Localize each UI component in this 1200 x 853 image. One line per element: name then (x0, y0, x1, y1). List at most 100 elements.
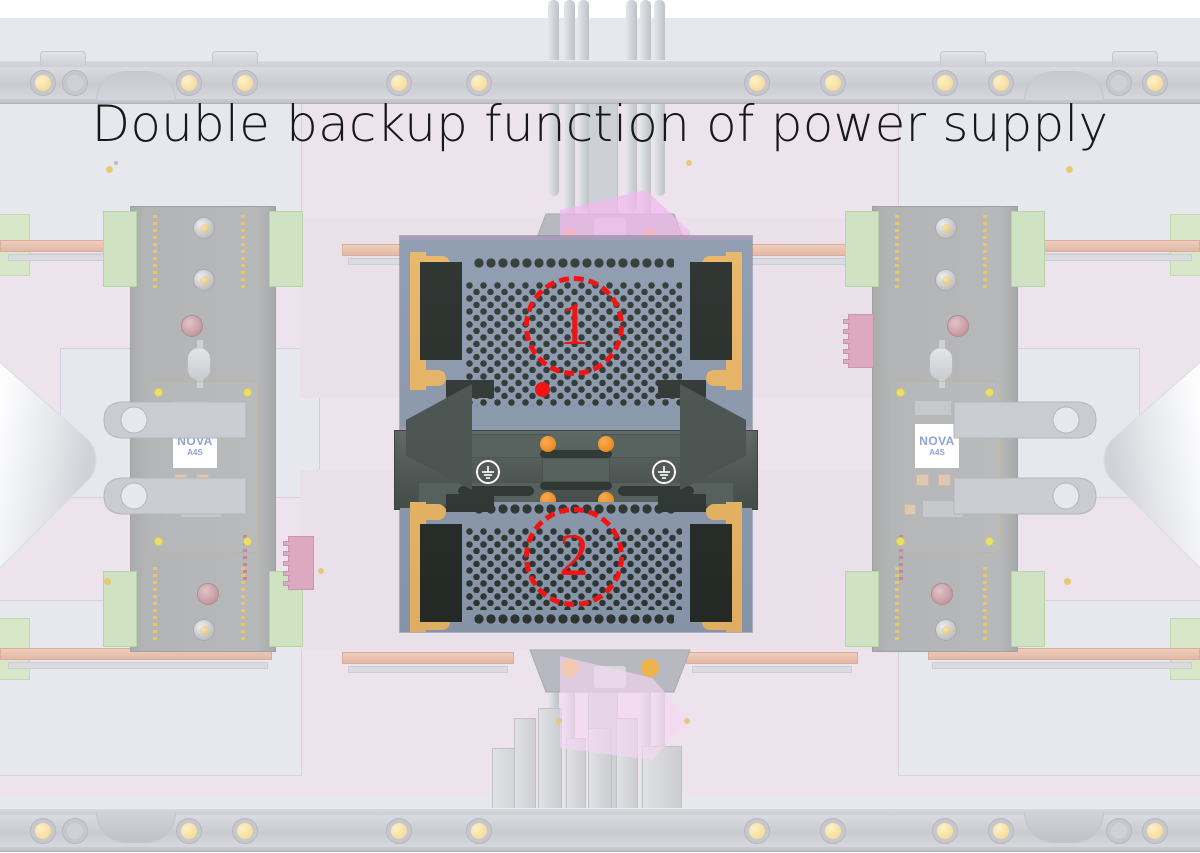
rail-bolt-b1 (30, 818, 56, 844)
rail-bolt-b7 (744, 818, 770, 844)
rail-bolt-t8 (820, 70, 846, 96)
nova-brand-label-right: NOVA A4S (915, 424, 959, 468)
module-screw-r-3 (935, 619, 957, 641)
module-ear-tr2 (1011, 211, 1045, 287)
pin-row-left-b (241, 215, 245, 291)
psu1-tab-right-2 (706, 370, 742, 386)
terminal-post-3 (538, 708, 562, 810)
card-dot-tr2 (985, 388, 994, 397)
module-screw-l-1 (193, 217, 215, 239)
comb-connector-left (283, 536, 314, 590)
module-knob-left-bottom[interactable] (197, 583, 219, 605)
pin-row-right-b (983, 215, 987, 291)
module-knob-right-top[interactable] (947, 315, 969, 337)
card-dot-br2 (985, 537, 994, 546)
bottom-rail (0, 808, 1200, 852)
annotation-label-2: 2 (559, 522, 589, 588)
module-knob-left-top[interactable] (181, 315, 203, 337)
psu2-cap-right (658, 494, 706, 512)
page-title: Double backup function of power supply (91, 95, 1109, 153)
solder-blob-c4 (556, 718, 562, 724)
rail-bolt-b9 (932, 818, 958, 844)
top-rail-nub-1 (40, 51, 86, 65)
top-rail-nub-3 (940, 51, 986, 65)
earth-ground-icon-right (652, 460, 676, 484)
cable-bundle-top-2 (564, 0, 575, 224)
light-wedge-bottom (560, 656, 690, 760)
rail-bolt-t9 (932, 70, 958, 96)
module-knob-right-bottom[interactable] (931, 583, 953, 605)
pin-row-right-a (895, 215, 899, 291)
nova-brand-text: NOVA (919, 434, 955, 448)
annotation-marker-dot (535, 382, 550, 397)
card-dot-bl2 (896, 537, 905, 546)
stanchion-right (680, 384, 746, 490)
psu2-tab-right (706, 504, 742, 520)
rail-bolt-t4 (232, 70, 258, 96)
mount-screw-tl (540, 436, 556, 452)
annotation-circle-2: 2 (524, 507, 624, 607)
cable-bundle-top-5 (640, 0, 651, 224)
corner-handle-left[interactable] (0, 318, 97, 618)
solder-blob-tr (1066, 166, 1073, 173)
rail-bolt-b12 (1142, 818, 1168, 844)
psu2-tab-left (410, 504, 446, 520)
bar-shadow-bc-r (692, 666, 852, 673)
module-valve-left (187, 340, 211, 388)
busbar-bc-l (342, 652, 514, 664)
rail-bolt-b5 (386, 818, 412, 844)
module-screw-r-1 (935, 217, 957, 239)
card-dot-tr (243, 388, 252, 397)
rail-bolt-t5 (386, 70, 412, 96)
cable-bundle-top-3 (578, 0, 589, 212)
receiving-card-module-right[interactable]: NOVA A4S (845, 206, 1045, 652)
card-dot-br (243, 537, 252, 546)
latch-arm-left[interactable] (60, 368, 250, 548)
solder-blob-c1 (318, 568, 324, 574)
rail-bolt-b10 (988, 818, 1014, 844)
corner-handle-right[interactable] (1102, 318, 1200, 618)
module-ear-br2 (1011, 571, 1045, 647)
module-screw-l-3 (193, 619, 215, 641)
latch-arm-right[interactable] (950, 368, 1140, 548)
pin-row-left-c (153, 567, 157, 643)
rail-bolt-b4 (232, 818, 258, 844)
center-connector-lip-bot (540, 482, 612, 490)
mount-screw-tr (598, 436, 614, 452)
psu2-module-left (420, 524, 462, 622)
top-rail-nub-4 (1112, 51, 1158, 65)
rail-bolt-b11-empty (1106, 818, 1132, 844)
top-rail (0, 51, 1200, 104)
top-rail-dome-right (1024, 71, 1104, 101)
earth-ground-icon-left (476, 460, 500, 484)
terminal-post-2 (514, 718, 536, 810)
rail-bolt-b8 (820, 818, 846, 844)
pin-row-left-pink (243, 535, 247, 583)
rail-bolt-b3 (176, 818, 202, 844)
module-ear-tl (103, 211, 137, 287)
rail-bolt-t12 (1142, 70, 1168, 96)
card-chip-tan-5 (938, 474, 951, 486)
pin-row-right-d (983, 567, 987, 643)
rail-bolt-t7 (744, 70, 770, 96)
solder-blob-bl (104, 578, 111, 585)
psu1-module-right (690, 262, 732, 360)
solder-blob-tl (106, 166, 113, 173)
annotation-label-1: 1 (559, 291, 589, 357)
bar-shadow-bc-l (348, 666, 508, 673)
rail-bolt-t11-empty (1106, 70, 1132, 96)
rail-bolt-t10 (988, 70, 1014, 96)
module-ear-bl2 (845, 571, 879, 647)
module-ear-tl2 (845, 211, 879, 287)
rail-bolt-t3 (176, 70, 202, 96)
module-ear-tr (269, 211, 303, 287)
bar-shadow-br (932, 662, 1192, 669)
stanchion-left (406, 384, 472, 490)
module-screw-r-2 (935, 269, 957, 291)
solder-blob-tl2 (114, 161, 118, 165)
center-connector-core[interactable] (542, 458, 610, 482)
module-valve-right (929, 340, 953, 388)
rail-bolt-t1 (30, 70, 56, 96)
rail-bolt-t6 (466, 70, 492, 96)
